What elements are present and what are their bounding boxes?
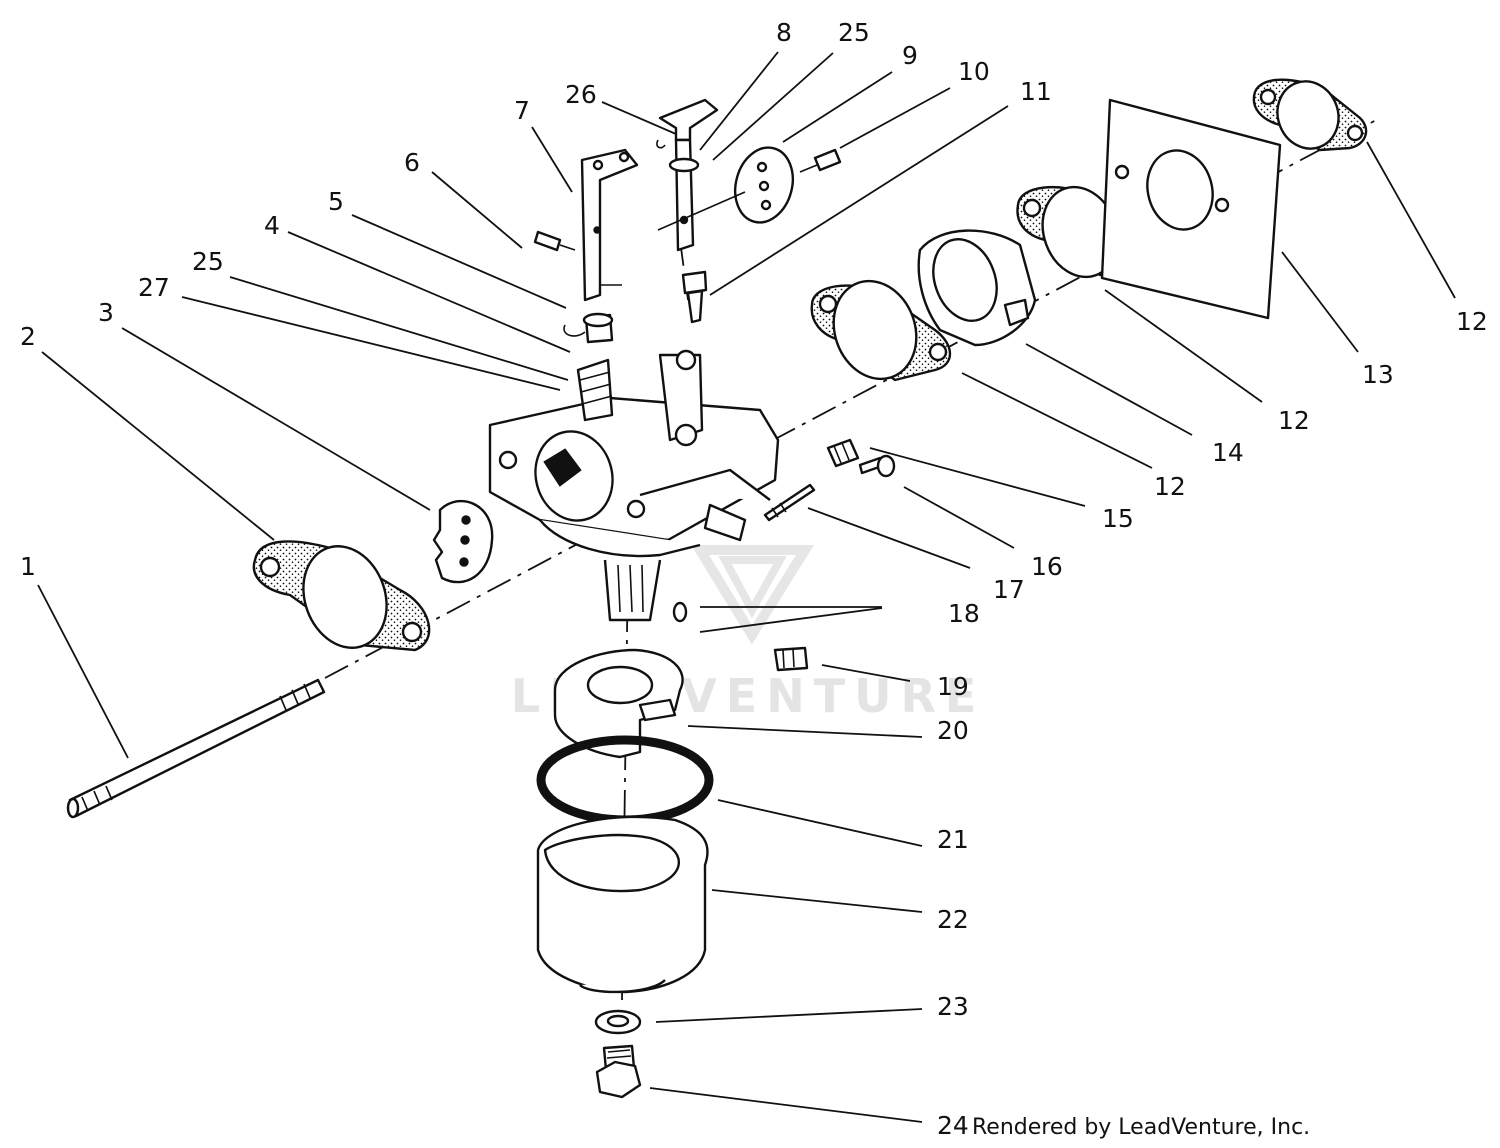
- callout-5: 5: [328, 187, 344, 216]
- part-14-spacer: [917, 229, 1037, 347]
- callout-26: 26: [565, 80, 597, 109]
- part-3-choke-plate: [432, 499, 494, 584]
- part-13-plate: [1100, 98, 1282, 320]
- part-23-washer: [594, 1009, 642, 1035]
- callout-15: 15: [1102, 504, 1134, 533]
- callout-13: 13: [1362, 360, 1394, 389]
- callout-8: 8: [776, 18, 792, 47]
- part-15-spring: [826, 438, 860, 468]
- callout-12-far-right: 12: [1456, 307, 1488, 336]
- part-17-pin: [763, 483, 816, 522]
- part-19-screw: [773, 646, 809, 672]
- callout-14: 14: [1212, 438, 1244, 467]
- part-20-float: [553, 648, 684, 759]
- callout-19: 19: [937, 672, 969, 701]
- callout-1: 1: [20, 552, 36, 581]
- part-12-gasket-3: [1252, 78, 1368, 152]
- callout-20: 20: [937, 716, 969, 745]
- part-2-gasket: [252, 540, 431, 652]
- callout-3: 3: [98, 298, 114, 327]
- part-10-screw: [799, 148, 842, 173]
- part-24-bowl-nut: [595, 1044, 642, 1099]
- part-12-gasket-1: [810, 279, 952, 382]
- callout-10: 10: [958, 57, 990, 86]
- credit-text: Rendered by LeadVenture, Inc.: [972, 1115, 1310, 1140]
- part-1-stud: [66, 678, 326, 819]
- part-16-screw: [858, 454, 896, 478]
- callout-27: 27: [138, 273, 170, 302]
- part-11-needle: [681, 270, 708, 324]
- callout-21: 21: [937, 825, 969, 854]
- callout-24: 24: [937, 1111, 969, 1140]
- parts-4-5-25-27-stack: [563, 312, 614, 344]
- assembly-axis: [324, 117, 1381, 679]
- callout-18: 18: [948, 599, 980, 628]
- part-8-26-choke-shaft: [656, 98, 719, 252]
- callout-17: 17: [993, 575, 1025, 604]
- part-22-float-bowl: [536, 815, 709, 994]
- callout-labels: 1 2 3 27 25 4 5 6 7 26 8 25 9 10 11 12 1…: [20, 18, 1488, 1140]
- callout-4: 4: [264, 211, 280, 240]
- callout-25-top: 25: [838, 18, 870, 47]
- callout-12-right: 12: [1278, 406, 1310, 435]
- callout-6: 6: [404, 148, 420, 177]
- callout-9: 9: [902, 41, 918, 70]
- leader-lines: [37, 51, 1456, 1123]
- callout-11: 11: [1020, 77, 1052, 106]
- part-7-throttle-lever: [580, 148, 639, 302]
- part-9-throttle-plate: [657, 146, 794, 231]
- callout-12-mid: 12: [1154, 472, 1186, 501]
- callout-25-left: 25: [192, 247, 224, 276]
- callout-7: 7: [514, 96, 530, 125]
- carburetor-body: [488, 349, 780, 622]
- callout-2: 2: [20, 322, 36, 351]
- part-6-screw: [533, 230, 576, 252]
- part-18-oring: [672, 601, 688, 623]
- callout-23: 23: [937, 992, 969, 1021]
- bowl-axis: [621, 559, 629, 1001]
- callout-16: 16: [1031, 552, 1063, 581]
- callout-22: 22: [937, 905, 969, 934]
